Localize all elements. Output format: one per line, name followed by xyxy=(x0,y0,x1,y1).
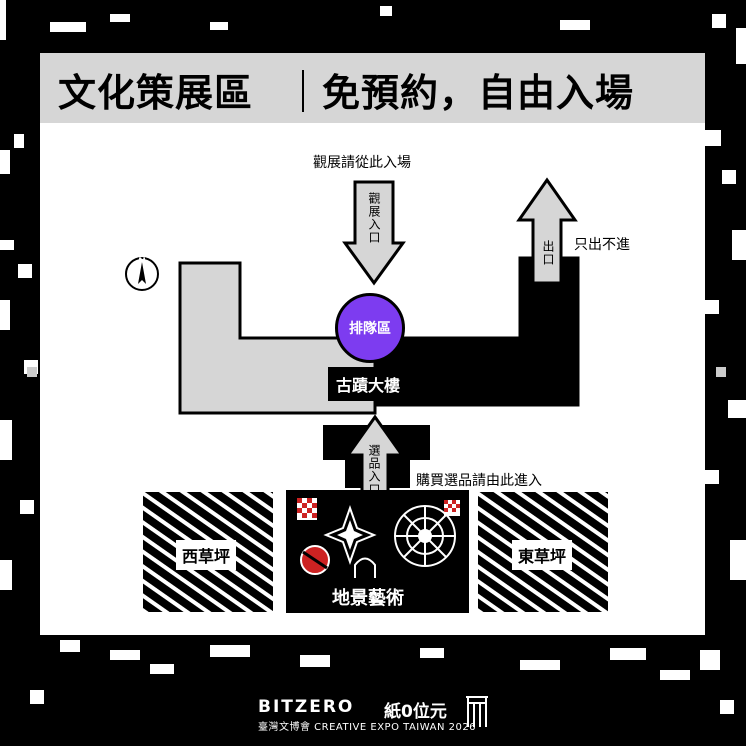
marker-right xyxy=(716,367,726,377)
page-subtitle: 免預約，自由入場 xyxy=(322,71,635,115)
footer-logo-cn: 紙0位元 xyxy=(384,702,447,722)
entrance-arrow-label: 觀展入口 xyxy=(367,192,381,244)
exit-note: 只出不進 xyxy=(574,237,630,253)
checker-patch-right xyxy=(444,500,460,516)
exit-arrow xyxy=(516,177,578,285)
title-bar xyxy=(40,53,705,123)
star-artwork xyxy=(323,504,377,566)
entrance-arrow xyxy=(342,180,406,286)
compass-letter: N xyxy=(138,257,146,267)
building-east-wing xyxy=(373,256,580,407)
entrance-note: 觀展請從此入場 xyxy=(313,155,411,171)
land-art-label: 地景藝術 xyxy=(332,588,404,609)
flower-artwork xyxy=(394,505,456,567)
west-lawn-label: 西草坪 xyxy=(176,540,237,570)
checker-patch-left xyxy=(297,498,317,520)
shop-note: 購買選品請由此進入 xyxy=(416,473,542,489)
queue-label: 排隊區 xyxy=(349,321,391,337)
footer-tagline: 臺灣文博會 CREATIVE EXPO TAIWAN 2026 xyxy=(258,722,477,733)
exit-arrow-label: 出口 xyxy=(541,240,555,266)
queue-area: 排隊區 xyxy=(335,293,405,363)
title-separator xyxy=(302,70,304,112)
shop-arrow-label: 選品入口 xyxy=(367,444,381,496)
page-title: 文化策展區 xyxy=(58,71,254,115)
marker-left xyxy=(27,367,37,377)
east-lawn-label: 東草坪 xyxy=(512,540,573,570)
gate-icon xyxy=(466,696,488,727)
arch-artwork xyxy=(354,557,376,578)
footer-logo: BITZERO xyxy=(258,697,355,717)
building-label: 古蹟大樓 xyxy=(328,367,409,401)
compass-icon xyxy=(125,257,159,291)
